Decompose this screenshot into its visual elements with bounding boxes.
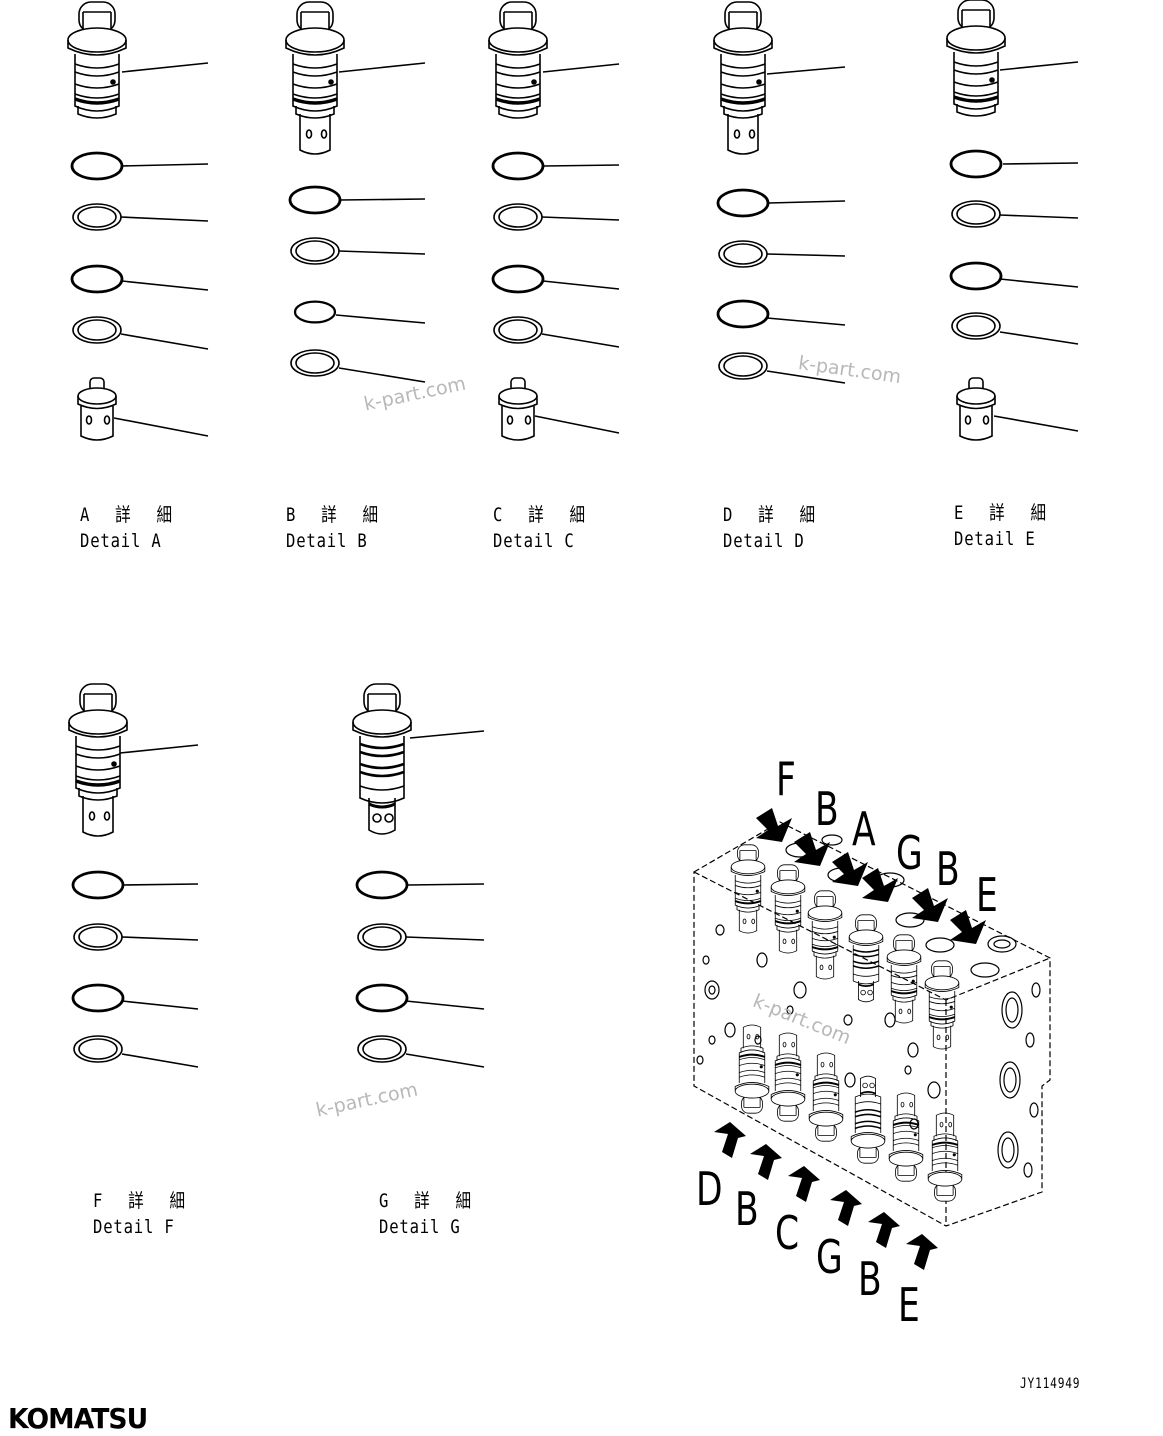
detail-d-en: Detail D — [723, 530, 805, 552]
detail-g-en: Detail G — [379, 1216, 461, 1238]
view-letter-e-bottom: E — [898, 1278, 920, 1332]
view-letter-g-top: G — [896, 826, 923, 880]
view-letter-c-bottom: C — [775, 1206, 800, 1260]
view-letter-g-bottom: G — [816, 1230, 843, 1284]
detail-label-d: D 詳 細 Detail D — [723, 502, 823, 554]
drawing-code: JY114949 — [1020, 1376, 1081, 1392]
detail-a-jp: A 詳 細 — [80, 504, 181, 526]
view-letter-d-bottom: D — [696, 1162, 723, 1216]
view-letter-e-top: E — [976, 868, 998, 922]
view-letter-b2-top: B — [936, 842, 960, 896]
detail-b-jp: B 詳 細 — [286, 504, 387, 526]
detail-e-en: Detail E — [954, 528, 1036, 550]
detail-a-en: Detail A — [80, 530, 162, 552]
detail-label-e: E 詳 細 Detail E — [954, 500, 1054, 552]
view-letter-b-top: B — [815, 782, 839, 836]
detail-label-b: B 詳 細 Detail B — [286, 502, 386, 554]
detail-c-jp: C 詳 細 — [493, 504, 594, 526]
view-letter-a-top: A — [852, 802, 876, 856]
detail-e-jp: E 詳 細 — [954, 502, 1055, 524]
detail-c-en: Detail C — [493, 530, 575, 552]
komatsu-logo: KOMATSU — [8, 1402, 148, 1435]
detail-label-f: F 詳 細 Detail F — [93, 1188, 193, 1240]
detail-b-en: Detail B — [286, 530, 368, 552]
detail-g-jp: G 詳 細 — [379, 1190, 480, 1212]
detail-f-jp: F 詳 細 — [93, 1190, 194, 1212]
detail-label-g: G 詳 細 Detail G — [379, 1188, 479, 1240]
detail-f-en: Detail F — [93, 1216, 175, 1238]
view-letter-f-top: F — [776, 752, 796, 806]
detail-d-jp: D 詳 細 — [723, 504, 824, 526]
view-letter-b2-bottom: B — [858, 1252, 882, 1306]
detail-label-a: A 詳 細 Detail A — [80, 502, 180, 554]
detail-label-c: C 詳 細 Detail C — [493, 502, 593, 554]
view-letter-b-bottom: B — [735, 1182, 759, 1236]
